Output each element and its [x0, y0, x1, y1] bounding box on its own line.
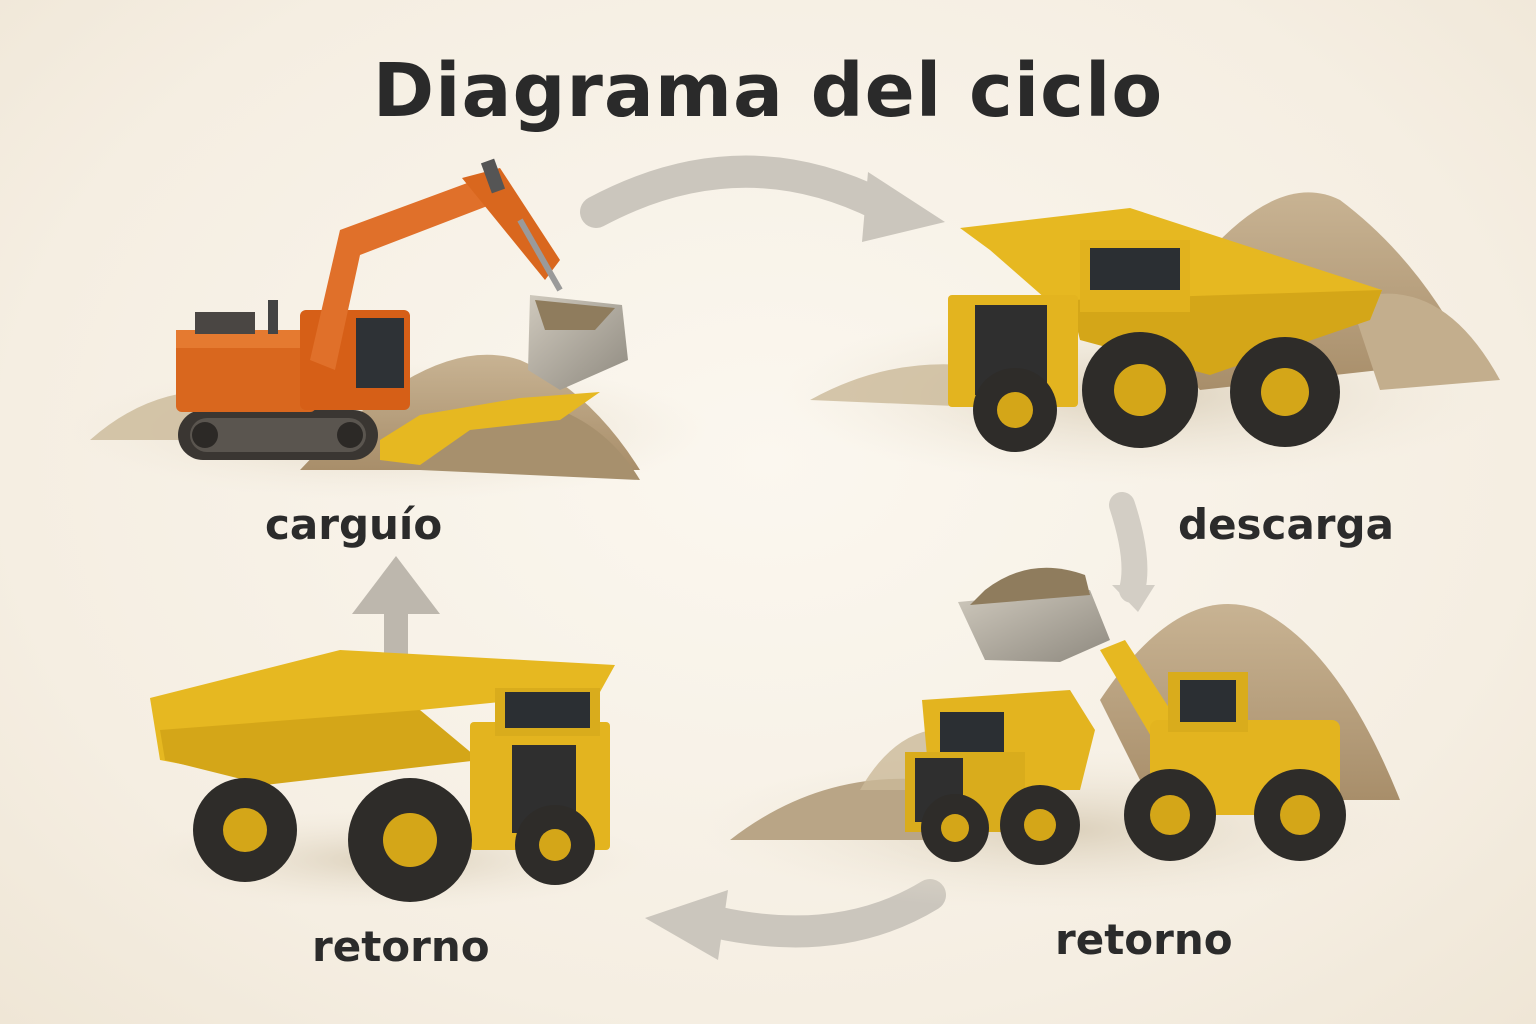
arrow-descarga-to-retorno — [1109, 492, 1155, 612]
excavator-icon — [70, 158, 710, 500]
haul-truck-icon — [780, 192, 1500, 485]
wheel-loader-loading-truck-icon — [700, 567, 1420, 910]
diagram-title: Diagrama del ciclo — [372, 48, 1164, 134]
stage-label-retorno-right: retorno — [1055, 915, 1233, 964]
haul-truck-icon — [130, 650, 650, 910]
stage-label-descarga: descarga — [1178, 500, 1394, 549]
stage-label-carguio: carguío — [265, 500, 443, 549]
arrow-retorno-to-carguio — [352, 556, 440, 656]
stage-label-retorno-left: retorno — [312, 922, 490, 971]
arrow-carguio-to-descarga — [580, 155, 945, 242]
arrow-retorno-to-retorno — [645, 879, 946, 960]
